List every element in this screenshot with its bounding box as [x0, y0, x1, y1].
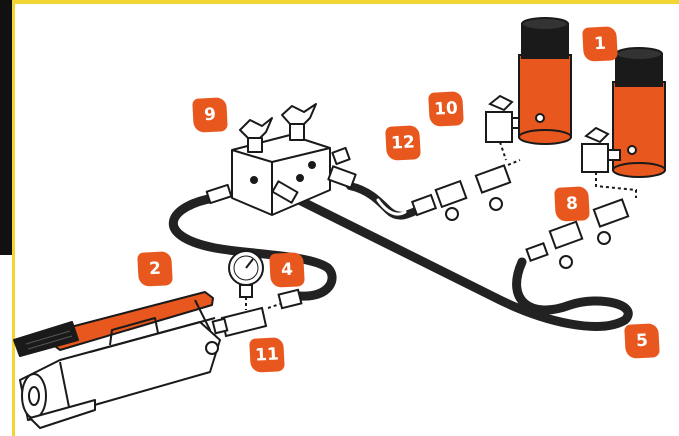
dust-cap-12a — [445, 207, 459, 221]
cylinder-right-base — [612, 162, 666, 178]
cylinder-left-port — [535, 113, 545, 123]
coupler-set-8-drawing — [525, 126, 637, 269]
hose-highlight — [376, 198, 407, 216]
fitting-8 — [525, 242, 549, 262]
manifold-fitting-right — [327, 165, 357, 189]
valve-body-10 — [485, 111, 513, 143]
fitting-dash — [267, 303, 281, 309]
manifold-edges — [231, 147, 331, 215]
callout-11[interactable]: 11 — [249, 337, 285, 373]
callout-10[interactable]: 10 — [428, 91, 464, 127]
coupler-male-8 — [592, 198, 630, 228]
coupler-male-12 — [474, 164, 512, 194]
valve-body-8 — [581, 143, 609, 173]
gauge-adapter-tee — [220, 306, 268, 338]
coupler-dash-12 — [507, 159, 521, 166]
gauge-needle — [245, 258, 254, 269]
valve-dash-10 — [499, 141, 507, 161]
pump-reservoir-cap — [28, 386, 40, 406]
cylinder-left-saddle — [521, 17, 569, 31]
manifold-plug — [331, 146, 351, 166]
dust-cap-8b — [559, 255, 573, 269]
valve-knob-8 — [584, 126, 610, 144]
gauge-assembly — [211, 250, 303, 338]
left-accent-strip — [12, 0, 15, 436]
gauge-stem — [239, 284, 253, 298]
valve-stem-right — [289, 123, 305, 141]
manifold-fitting-bottom — [271, 180, 299, 204]
cylinder-right-port — [627, 145, 637, 155]
manifold-drawing — [205, 103, 357, 216]
manifold-port-3 — [308, 161, 316, 169]
top-frame-strip — [12, 0, 679, 4]
pump-body-lines — [59, 317, 216, 413]
callout-2[interactable]: 2 — [137, 251, 173, 287]
callout-12[interactable]: 12 — [385, 125, 421, 161]
fitting-4 — [277, 288, 303, 310]
grip-texture — [25, 330, 73, 350]
manifold-port-2 — [296, 174, 304, 182]
manifold-port-1 — [250, 176, 258, 184]
fitting-12-a — [410, 193, 438, 217]
coupler-female-8 — [548, 220, 584, 250]
coupler-female-12 — [434, 179, 468, 209]
valve-outlet-8 — [607, 149, 621, 161]
callout-4[interactable]: 4 — [269, 252, 305, 288]
dust-cap-12b — [489, 197, 503, 211]
cylinder-right-drawing — [612, 47, 666, 178]
manifold-fitting-left — [205, 183, 233, 205]
callout-5[interactable]: 5 — [624, 323, 660, 359]
coupler-dash-8 — [595, 172, 637, 198]
adapter-end-left — [211, 317, 229, 335]
cylinder-left-drawing — [518, 17, 572, 145]
valve-stem-left — [247, 137, 263, 153]
callout-8[interactable]: 8 — [554, 186, 590, 222]
cylinder-left-base — [518, 129, 572, 145]
left-frame-strip — [0, 0, 12, 255]
pump-carry-handle — [109, 317, 159, 346]
manifold-block — [231, 134, 331, 216]
hand-pump-drawing — [13, 291, 221, 429]
pump-grip — [13, 321, 79, 357]
valve-knob-10 — [488, 94, 514, 112]
callout-1[interactable]: 1 — [582, 26, 618, 62]
pump-outlet — [205, 341, 219, 355]
dust-cap-8a — [597, 231, 611, 245]
valve-knob-right — [281, 103, 317, 127]
gauge-dial — [233, 255, 259, 281]
valve-knob-left — [239, 117, 273, 141]
pump-handle — [39, 291, 214, 351]
cylinder-right-saddle — [615, 47, 663, 61]
coupler-pair-12-drawing — [410, 159, 521, 221]
cylinder-left-body — [518, 54, 572, 138]
callout-9[interactable]: 9 — [192, 97, 228, 133]
hose-main-5 — [290, 193, 633, 331]
pump-base — [29, 399, 96, 429]
